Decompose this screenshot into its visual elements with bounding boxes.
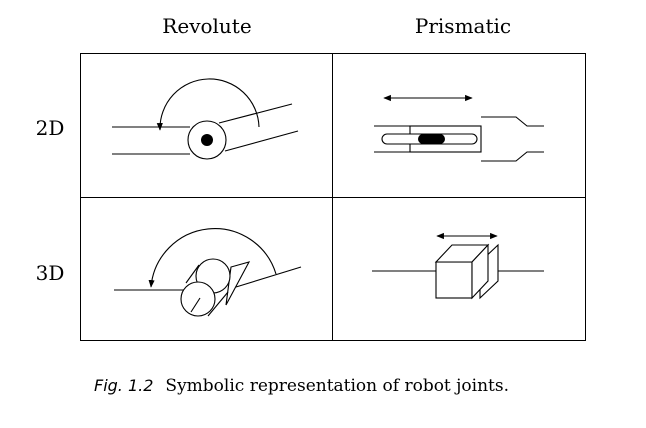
prismatic-2d-symbol (374, 94, 544, 162)
joint-pin (201, 134, 213, 146)
guide-upper (481, 116, 544, 127)
rotation-arrow-3d (148, 228, 277, 288)
caption-text: Symbolic representation of robot joints. (165, 376, 510, 396)
revolute-2d-symbol (112, 78, 299, 160)
cylinder-side-lower (207, 291, 229, 317)
row-header-3d: 3D (35, 261, 65, 285)
rotation-arrow (156, 78, 260, 131)
output-link (235, 266, 302, 288)
column-header-prismatic: Prismatic (414, 14, 512, 38)
cylinder-bottom (180, 281, 216, 317)
figure-caption: Fig. 1.2 Symbolic representation of robot… (94, 376, 509, 396)
prismatic-3d-symbol (372, 232, 544, 300)
cylinder-side-upper (185, 264, 200, 284)
revolute-3d-symbol (114, 228, 302, 317)
cube-side (471, 243, 489, 300)
output-link-upper (218, 103, 293, 124)
column-header-revolute: Revolute (162, 14, 252, 38)
row-header-2d: 2D (35, 116, 65, 140)
table-frame (80, 53, 586, 341)
slot-pin (418, 134, 445, 144)
cube-front (435, 261, 473, 299)
figure-label: Fig. 1.2 (94, 376, 154, 395)
output-link-lower (224, 130, 299, 152)
guide-lower (481, 151, 544, 162)
output-plate (225, 261, 251, 306)
cylinder-axis-mark (190, 297, 201, 313)
